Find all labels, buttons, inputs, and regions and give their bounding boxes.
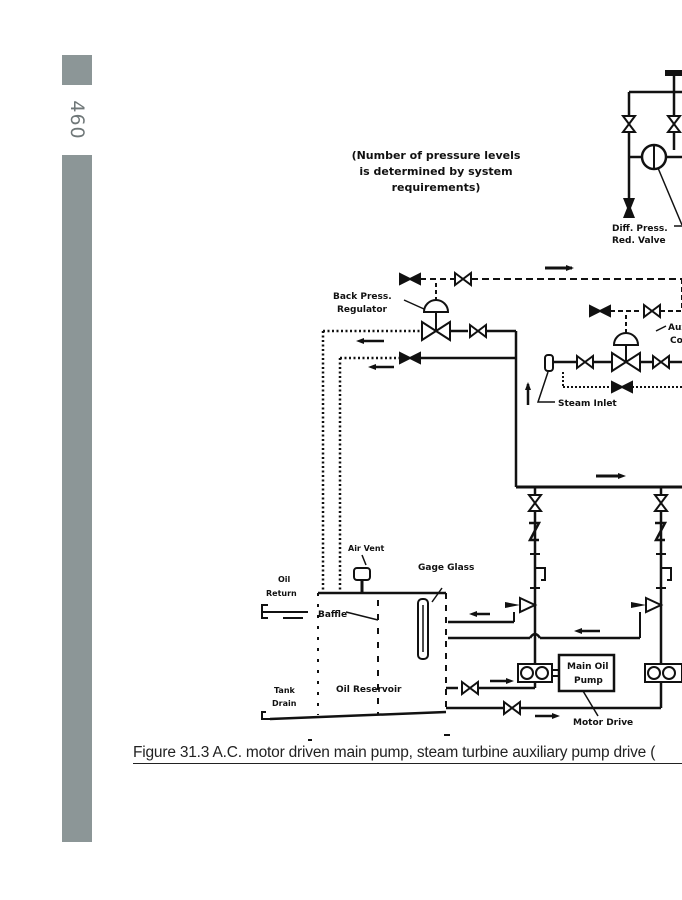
motor-drive-label: Motor Drive (573, 718, 633, 728)
oil-return-label-1: Oil (278, 575, 291, 584)
return-lines (321, 329, 516, 593)
steam-inlet-label: Steam Inlet (558, 399, 617, 409)
tank-drain-label-2: Drain (272, 699, 297, 708)
discharge-leg-main (527, 487, 546, 668)
relief-valves (505, 596, 664, 638)
diff-press-label-2: Red. Valve (612, 236, 666, 246)
aux-label-1: Aux. (668, 323, 682, 333)
main-oil-pump-label-1: Main Oil (567, 662, 608, 672)
back-press-regulator (403, 299, 682, 489)
diff-press-valve-assembly (622, 70, 682, 227)
aux-label-2: Cont (670, 336, 682, 346)
tank-drain-label-1: Tank (274, 686, 296, 695)
back-press-label-2: Regulator (337, 305, 388, 315)
oil-reservoir-label: Oil Reservoir (336, 685, 402, 695)
air-vent-label: Air Vent (348, 544, 385, 553)
gage-glass-label: Gage Glass (418, 563, 474, 573)
diff-press-label-1: Diff. Press. (612, 224, 668, 234)
aux-control-assembly (525, 279, 682, 405)
discharge-leg-aux (653, 487, 672, 668)
pilot-line (399, 265, 682, 300)
main-oil-pump (517, 653, 682, 717)
page-side-bar (62, 155, 92, 842)
oil-return-label-2: Return (266, 589, 297, 598)
page-side-bar-top (62, 55, 92, 85)
suction-lines (446, 678, 663, 719)
figure-caption: Figure 31.3 A.C. motor driven main pump,… (133, 744, 682, 764)
baffle-label: Baffle (318, 610, 347, 620)
tank-connections (448, 611, 640, 640)
main-oil-pump-label-2: Pump (574, 676, 603, 686)
pressure-levels-note: (Number of pressure levels is determined… (351, 149, 521, 194)
oil-reservoir-tank (261, 554, 450, 741)
back-press-label-1: Back Press. (333, 292, 392, 302)
